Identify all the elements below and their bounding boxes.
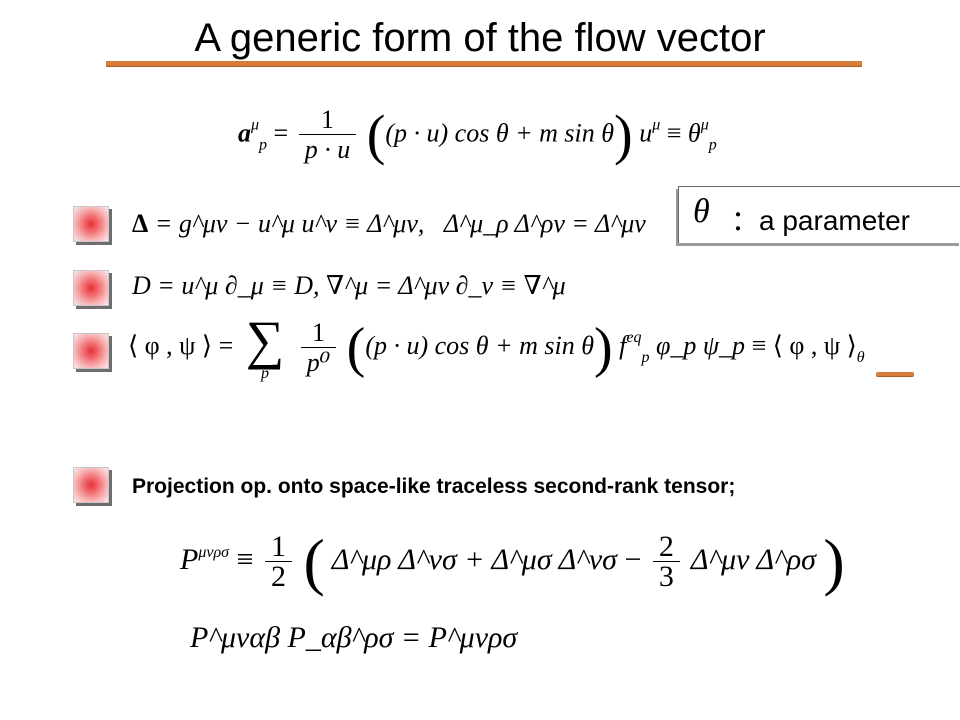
derivative-definitions: D = u^μ ∂_μ ≡ D, ∇^μ = Δ^μν ∂_ν ≡ ∇^μ	[132, 271, 566, 300]
theta-subscript-underline	[876, 372, 914, 377]
bullet-marker-derivatives	[73, 270, 109, 306]
bullet-marker-projection	[73, 467, 109, 503]
delta-equation: Δ = g^μν − u^μ u^ν ≡ Δ^μν, Δ^μ_ρ Δ^ρν = …	[132, 209, 646, 238]
parameter-note-box: θ ：a parameter	[678, 186, 960, 243]
bullet-marker-delta	[73, 206, 109, 242]
title-underline	[106, 61, 862, 67]
bullet-marker-inner-product	[73, 333, 109, 369]
projection-description: Projection op. onto space-like traceless…	[132, 475, 736, 498]
parameter-note-text: ：a parameter	[731, 205, 910, 236]
projector-identity: P^μναβ P_αβ^ρσ = P^μνρσ	[190, 621, 518, 654]
slide-title: A generic form of the flow vector	[194, 16, 766, 60]
theta-symbol: θ	[693, 193, 710, 230]
